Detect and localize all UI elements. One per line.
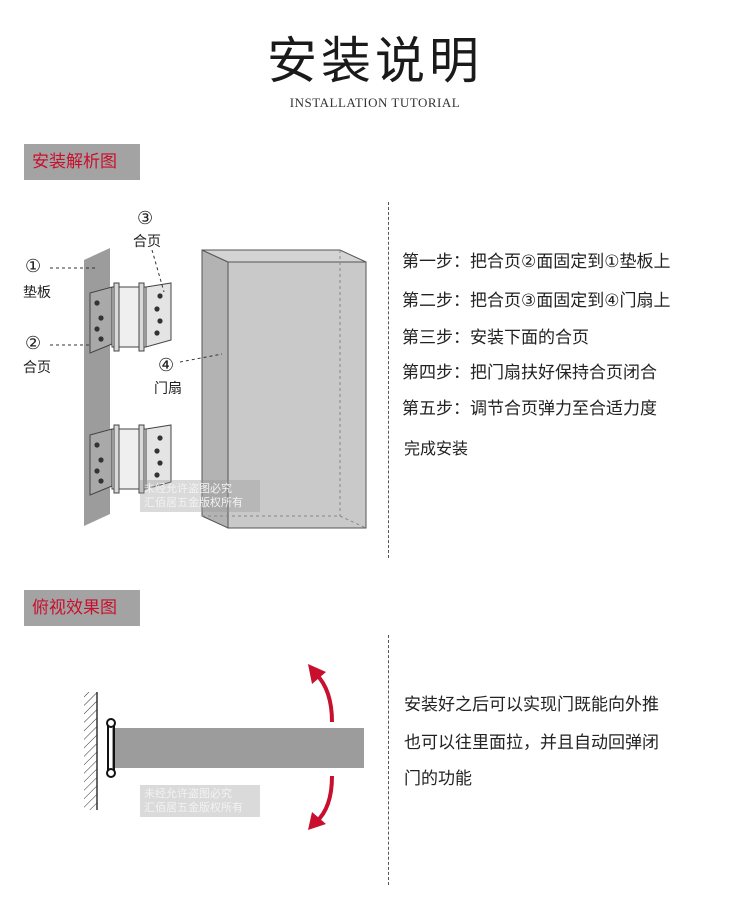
arrow-down-icon [308, 775, 334, 830]
divider-dashed [388, 202, 389, 558]
description-line: 门的功能 [404, 769, 472, 789]
label-door: 门扇 [154, 381, 182, 397]
hinge-bottom [89, 424, 172, 496]
section-tag-installation-diagram: 安装解析图 [24, 144, 140, 180]
description-line: 安装好之后可以实现门既能向外推 [404, 695, 659, 715]
wall-hatch [84, 692, 97, 810]
watermark-line: 汇佰居五金版权所有 [144, 496, 243, 509]
step-1: 第一步：把合页②面固定到①垫板上 [402, 252, 671, 272]
label-number-3: ③ [137, 208, 154, 229]
page-title: 安装说明 [267, 32, 483, 90]
arrow-up-icon [308, 664, 334, 723]
label-hinge-b: 合页 [133, 234, 161, 250]
finish-text: 完成安装 [404, 439, 469, 458]
leader-hinge-b [151, 249, 165, 293]
watermark-line: 未经允许盗图必究 [144, 787, 232, 800]
step-4: 第四步：把门扇扶好保持合页闭合 [402, 363, 657, 383]
label-board: 垫板 [23, 285, 51, 301]
door-leaf [201, 249, 367, 529]
step-2: 第二步：把合页③面固定到④门扇上 [402, 291, 671, 311]
watermark: 未经允许盗图必究 汇佰居五金版权所有 [140, 480, 260, 512]
page-subtitle: INSTALLATION TUTORIAL [289, 95, 461, 110]
watermark-line: 未经允许盗图必究 [144, 482, 232, 495]
door-top-view [112, 728, 364, 768]
divider-dashed [388, 635, 389, 885]
watermark: 未经允许盗图必究 汇佰居五金版权所有 [140, 785, 260, 817]
leader-door [179, 353, 223, 363]
description-line: 也可以往里面拉，并且自动回弹闭 [404, 733, 659, 753]
section-tag-top-view: 俯视效果图 [24, 590, 140, 626]
hinge-top [89, 282, 172, 354]
label-number-1: ① [25, 256, 42, 277]
hinge-top-view [106, 718, 116, 778]
step-5: 第五步：调节合页弹力至合适力度 [402, 399, 657, 419]
label-hinge-a: 合页 [23, 360, 51, 376]
label-number-4: ④ [158, 355, 175, 376]
step-3: 第三步：安装下面的合页 [402, 328, 589, 348]
watermark-line: 汇佰居五金版权所有 [144, 801, 243, 814]
label-number-2: ② [25, 333, 42, 354]
